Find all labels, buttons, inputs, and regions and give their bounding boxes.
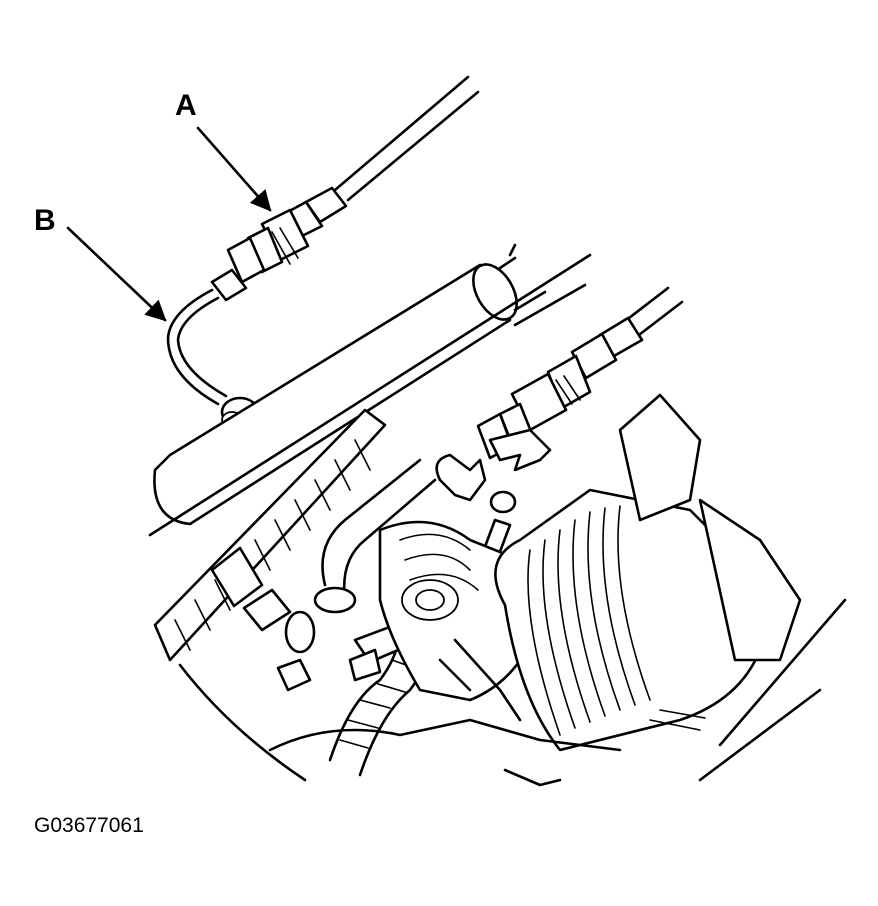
sensor-bracket [435, 428, 552, 502]
exhaust-pipe [148, 243, 592, 537]
flex-hose [153, 408, 387, 662]
coolant-pipe [276, 458, 437, 692]
upper-sensor-cable [333, 75, 480, 202]
callout-b-leader [66, 226, 167, 322]
callout-b-label: B [34, 204, 56, 237]
catalytic-converter [494, 393, 847, 782]
callout-a-leader [196, 126, 272, 212]
callout-a-label: A [175, 89, 197, 122]
lower-shield [178, 638, 622, 787]
figure-id: G03677061 [34, 814, 144, 837]
sensor-lead-wire [166, 288, 260, 429]
upper-oxygen-sensor [210, 186, 348, 302]
lower-oxygen-sensor [476, 316, 644, 460]
